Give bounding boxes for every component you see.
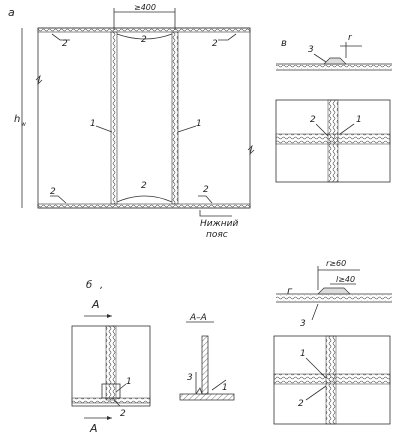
b-callout-2: 2 [120,409,126,419]
break-mark-right [247,144,255,156]
v-vertical-weld [327,99,339,183]
g-plate-weld [276,295,392,301]
stiffener-right [171,31,179,205]
leader-2-br [198,195,213,204]
v-callout-3: 3 [308,45,314,55]
callout-2-bottom: 2 [141,181,147,191]
top-chord-weld [37,27,251,33]
g-leader-1 [305,357,327,379]
panel-v-letter: в [281,38,287,49]
v-callout-r: r [348,33,353,43]
leader-2-tl [51,33,70,41]
g-leader-2 [305,385,327,401]
b-arrowhead-top [107,314,112,318]
b-vertical-weld [105,325,117,401]
bottom-chord-label-1: Нижний [200,219,238,229]
panel-a-letter: а [8,6,15,19]
dim-400-label: ≥400 [134,3,156,12]
bottom-chord-weld [37,203,251,209]
break-mark-left [35,74,43,86]
g-vertical-weld [325,335,337,425]
b-section-fillet [195,387,203,395]
top-gap-arc [116,33,173,40]
b-arrowhead-bottom [107,416,112,420]
b-section-mark-bottom: А [89,422,98,435]
callout-1-right: 1 [196,119,202,129]
panel-b-letter: б [86,279,92,291]
g-callout-1: 1 [300,349,306,359]
dim-hw-label: h [14,114,20,125]
g-callout-3: 3 [300,319,306,329]
v-callout-1: 1 [356,115,362,125]
panel-b-tick: , [100,280,103,291]
leader-1-left [95,125,113,133]
leader-2-tr [218,33,237,41]
v-plate-weld [276,65,392,69]
b-section-mark-top: А [91,298,100,311]
callout-2-top: 2 [141,35,147,45]
g-dim-r: r≥60 [326,259,346,268]
v-callout-2: 2 [310,115,316,125]
bottom-chord-label-2: пояс [206,230,228,240]
panel-a: а ≥400 h w 2 2 2 2 2 2 1 [8,3,255,240]
b-section-leader-1 [211,379,227,391]
bottom-chord-leader [199,210,232,217]
b-section-web [201,335,209,395]
callout-2-bl: 2 [50,187,56,197]
g-callout-2: 2 [298,399,304,409]
panel-v: в 3 r 2 1 [275,33,392,183]
callout-2-tl: 2 [62,39,68,49]
leader-1-right [177,125,197,133]
callout-2-tr: 2 [212,39,218,49]
v-butt-weld [323,57,347,65]
b-leader-2 [113,399,121,407]
callout-1-left: 1 [90,119,96,129]
bottom-gap-arc [116,195,173,203]
b-bottom-weld [71,397,151,404]
b-callout-1: 1 [126,377,132,387]
g-dim-l: l≥40 [336,275,355,284]
panel-g: г r≥60 l≥40 3 1 2 [273,259,392,425]
v-leader-2 [315,123,329,137]
callout-2-br: 2 [203,185,209,195]
v-leader-1 [339,123,355,135]
g-leader-3 [311,303,319,321]
b-corner-cut [101,383,121,399]
v-leader-3 [313,53,327,63]
b-section-callout-1: 1 [222,383,228,393]
b-callout-3: 3 [187,373,193,383]
panel-b: б , А А 1 2 А–А 3 1 [71,279,235,435]
stiffener-left [110,31,118,205]
b-leader-1 [115,383,127,393]
leader-2-bl [50,195,67,204]
dim-hw-sub: w [21,121,26,128]
b-section-title: А–А [189,313,207,323]
panel-g-letter: г [287,286,293,297]
g-butt-weld [317,287,351,295]
b-section-flange [179,393,235,401]
